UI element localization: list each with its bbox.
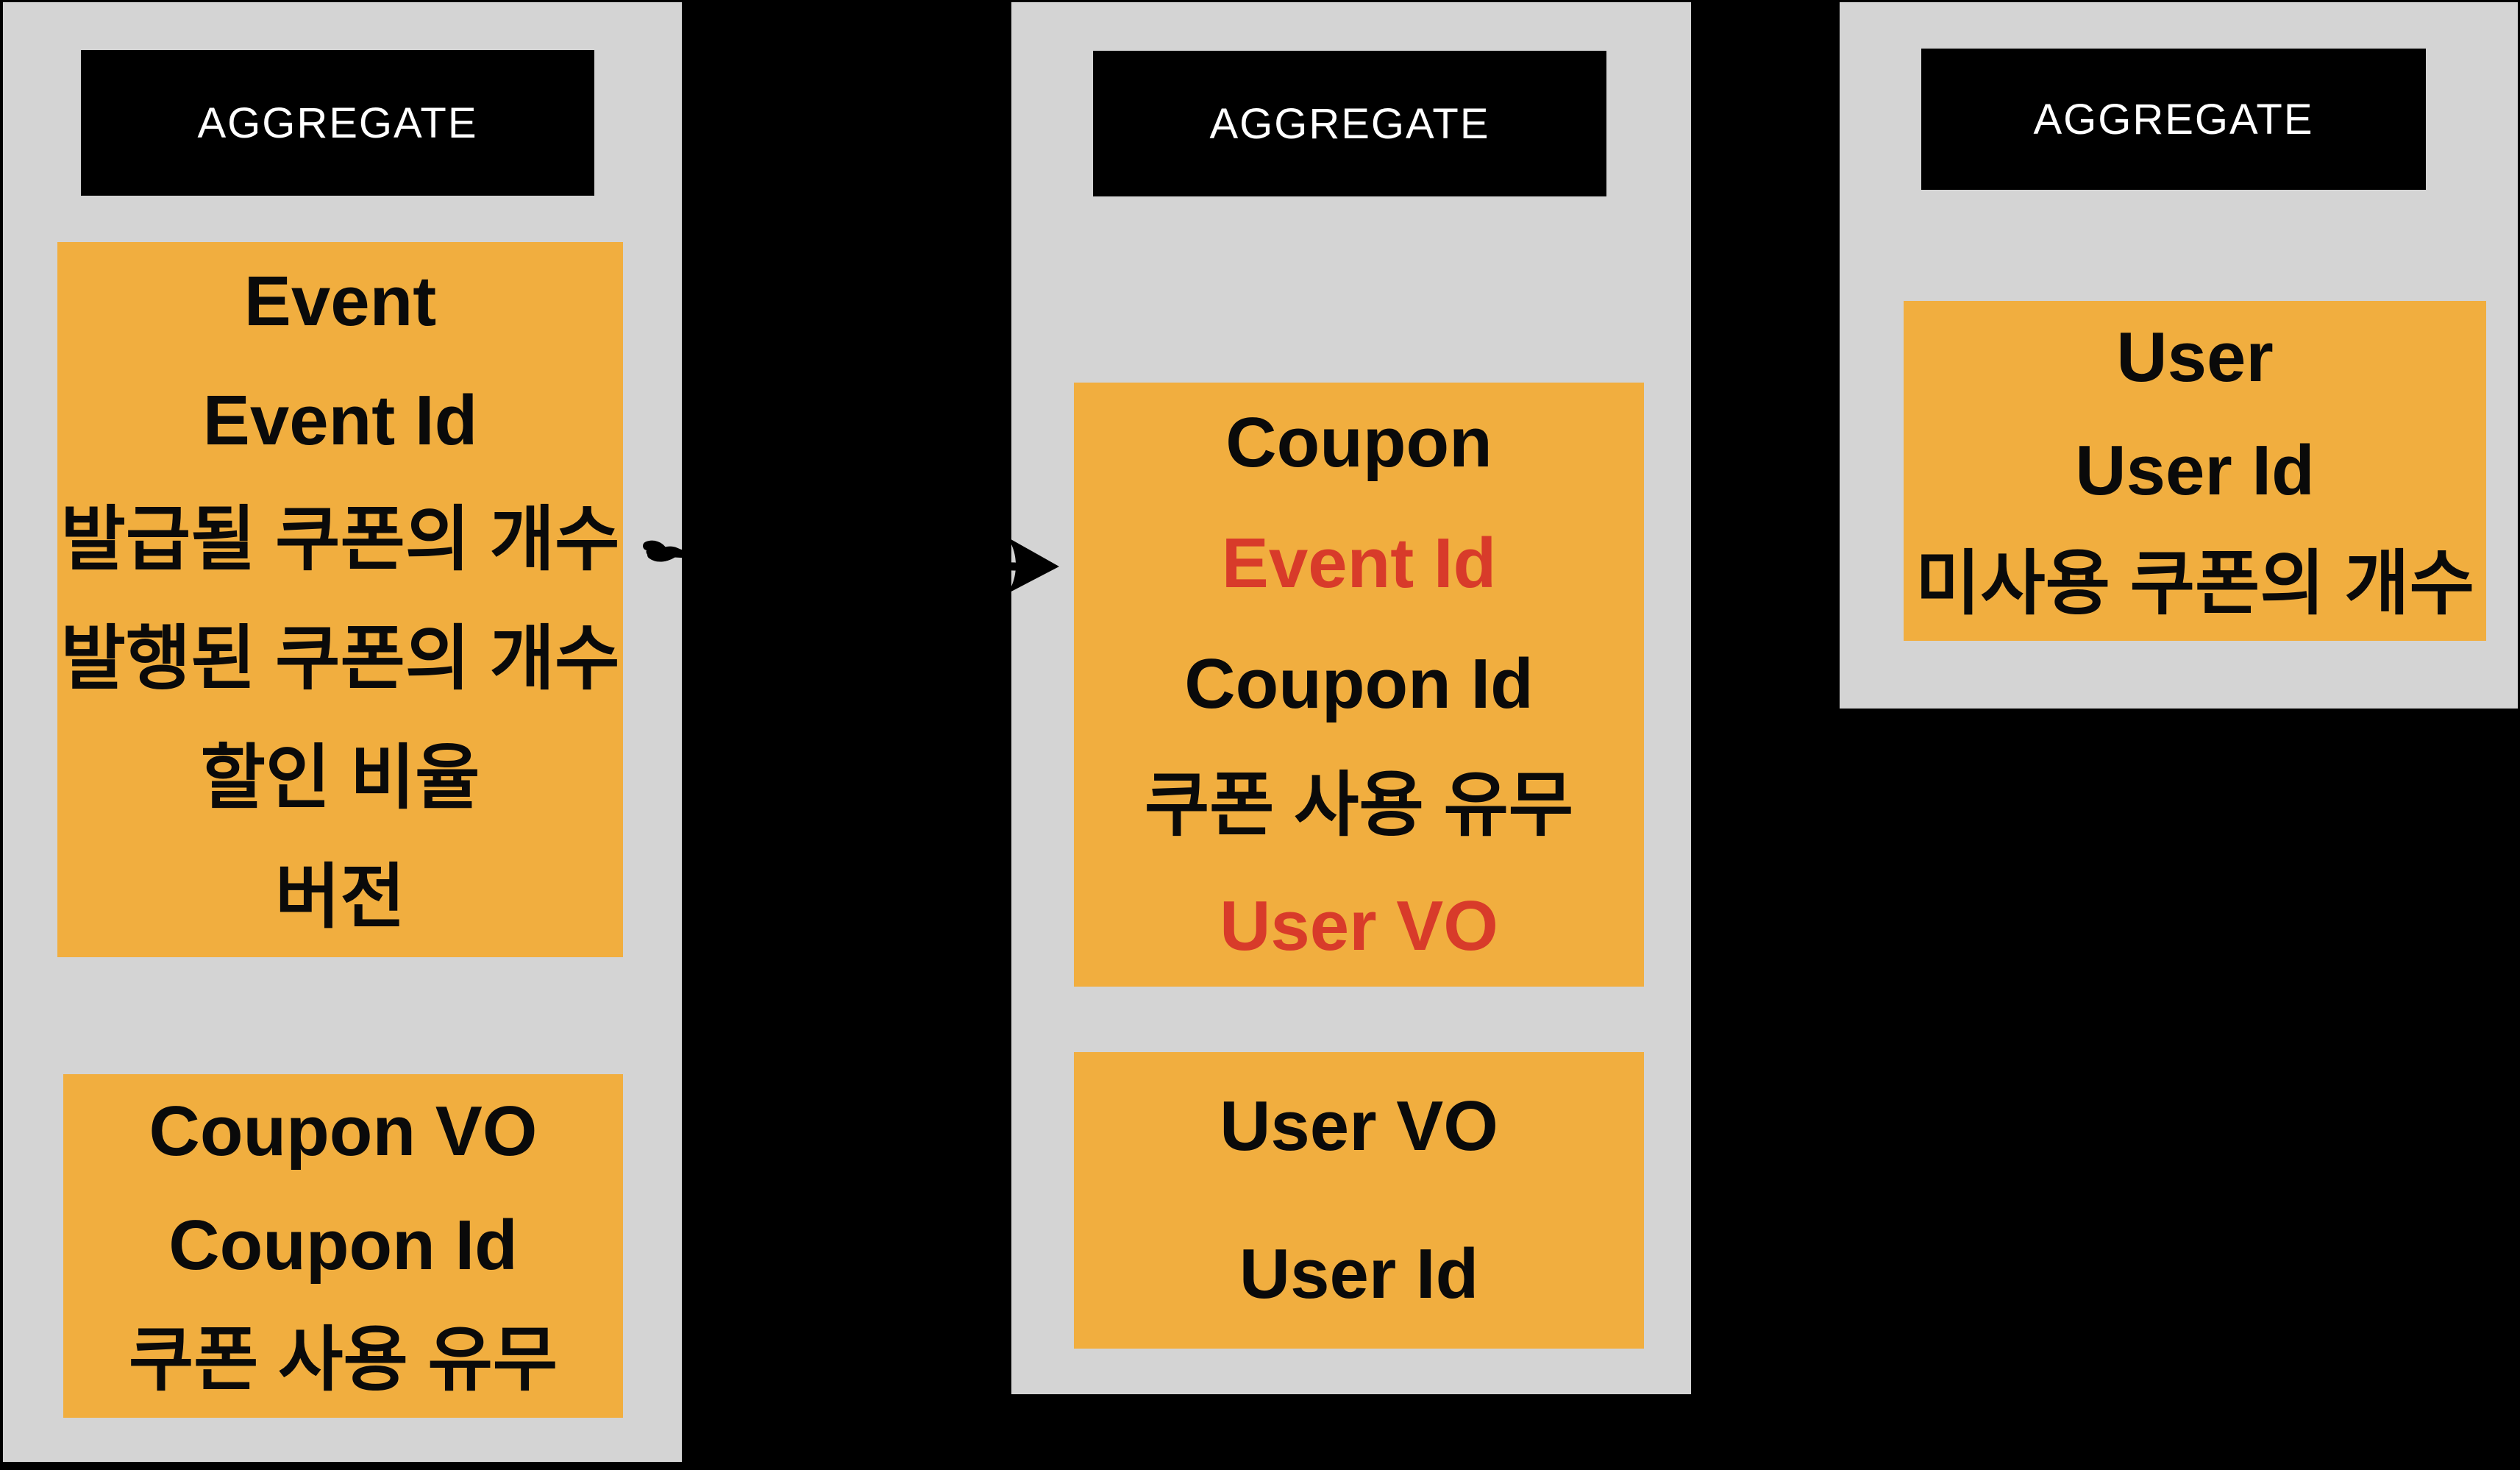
aggregate-user: AGGREGATE User User Id 미사용 쿠폰의 개수 (1840, 2, 2518, 709)
entity-title-coupon-vo: Coupon VO (149, 1091, 538, 1171)
user-vo-box: User VO User Id (1074, 1052, 1644, 1349)
aggregate-header-label: AGGREGATE (197, 99, 478, 147)
coupon-entity-box: Coupon Event Id Coupon Id 쿠폰 사용 유무 User … (1074, 383, 1644, 987)
entity-title-coupon: Coupon (1225, 403, 1492, 483)
aggregate-header-label: AGGREGATE (2033, 95, 2314, 143)
aggregate-coupon-header: AGGREGATE (1093, 51, 1606, 196)
arrow-head (1007, 537, 1059, 594)
field-discount-rate: 할인 비율 (200, 739, 480, 817)
entity-title-user: User (2116, 318, 2274, 397)
field-user-id: User Id (2075, 431, 2315, 510)
aggregate-header-label: AGGREGATE (1209, 99, 1490, 148)
field-event-id-ref: Event Id (1221, 524, 1497, 603)
field-coupon-id: Coupon Id (1184, 645, 1534, 724)
event-entity-box: Event Event Id 발급될 쿠폰의 개수 발행된 쿠폰의 개수 할인 … (57, 242, 623, 957)
field-coupon-id: Coupon Id (168, 1206, 518, 1285)
field-coupon-used-flag: 쿠폰 사용 유무 (1144, 765, 1574, 845)
field-coupons-issued-count: 발행된 쿠폰의 개수 (60, 619, 620, 698)
aggregate-event: AGGREGATE Event Event Id 발급될 쿠폰의 개수 발행된 … (3, 2, 682, 1462)
aggregate-user-header: AGGREGATE (1921, 49, 2426, 190)
field-user-id: User Id (1239, 1235, 1479, 1314)
field-coupon-used-flag: 쿠폰 사용 유무 (128, 1321, 558, 1400)
field-version: 버전 (275, 858, 405, 937)
entity-title-event: Event (243, 262, 437, 341)
arrow-line (646, 547, 1019, 571)
entity-title-user-vo: User VO (1220, 1086, 1498, 1165)
aggregate-coupon: AGGREGATE Coupon Event Id Coupon Id 쿠폰 사… (1011, 2, 1691, 1394)
aggregate-event-header: AGGREGATE (81, 50, 594, 196)
field-coupons-to-issue-count: 발급될 쿠폰의 개수 (60, 500, 620, 579)
event-to-coupon-arrow (643, 537, 1059, 594)
user-entity-box: User User Id 미사용 쿠폰의 개수 (1904, 301, 2486, 641)
field-event-id: Event Id (202, 381, 478, 460)
coupon-vo-box: Coupon VO Coupon Id 쿠폰 사용 유무 (63, 1074, 623, 1418)
field-user-vo-ref: User VO (1220, 886, 1498, 965)
field-unused-coupon-count: 미사용 쿠폰의 개수 (1915, 544, 2474, 623)
